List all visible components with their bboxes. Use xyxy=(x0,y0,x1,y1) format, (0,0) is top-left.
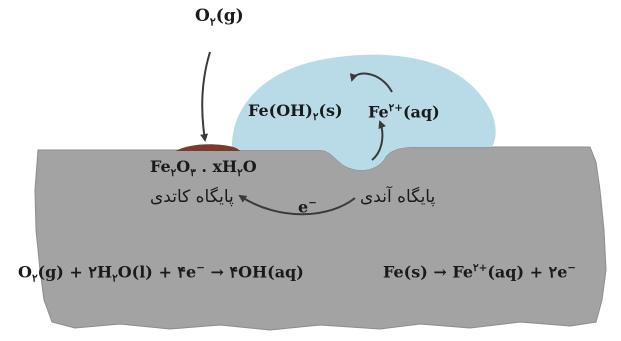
anode-equation: Fe(s) → Fe٢+(aq) + ٢e− xyxy=(383,262,577,282)
iron-hydroxide-label: Fe(OH)٢(s) xyxy=(248,101,343,124)
iron-metal-surface xyxy=(34,146,607,331)
cathode-equation: O٢(g) + ٢H٢O(l) + ۴e− → ۴OH(aq) xyxy=(18,262,304,285)
cathode-site-label: پایگاه کاتدی xyxy=(150,187,234,207)
anode-dissolution-arrow xyxy=(371,120,386,161)
anode-site-label: پایگاه آندی xyxy=(360,187,436,207)
electron-label: e− xyxy=(298,197,317,217)
oxygen-gas-label: O٢(g) xyxy=(195,6,244,29)
rust-formula-label: Fe٢O٣ . xH٢O xyxy=(150,157,257,180)
water-droplet xyxy=(231,54,496,171)
hydroxide-formation-arrow xyxy=(349,72,393,93)
rust-deposit xyxy=(176,144,240,151)
oxygen-arrow xyxy=(200,51,211,142)
electron-flow-arrow xyxy=(238,194,356,216)
iron-ion-label: Fe٢+(aq) xyxy=(368,102,440,122)
